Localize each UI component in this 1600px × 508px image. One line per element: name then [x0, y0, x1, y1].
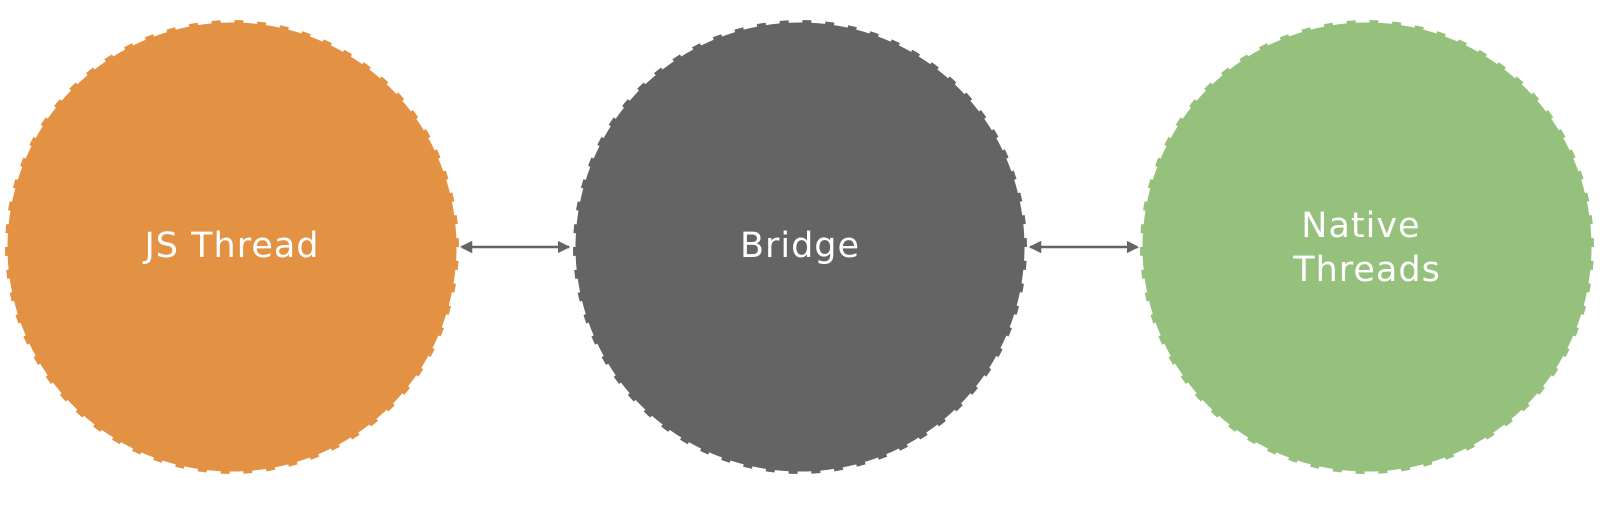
- bridge-circle: [570, 17, 1030, 477]
- js-thread-circle: [2, 17, 462, 477]
- native-threads-label-line-2: Threads: [1292, 250, 1441, 290]
- bridge-label: Bridge: [740, 226, 860, 266]
- node-native-threads: Native Threads: [1137, 17, 1597, 477]
- js-thread-label: JS Thread: [142, 226, 319, 266]
- native-threads-circle: [1137, 17, 1597, 477]
- node-js-thread: JS Thread: [2, 17, 462, 477]
- node-bridge: Bridge: [570, 17, 1030, 477]
- native-threads-label: Native Threads: [1292, 206, 1441, 290]
- native-threads-label-line-1: Native: [1301, 206, 1420, 246]
